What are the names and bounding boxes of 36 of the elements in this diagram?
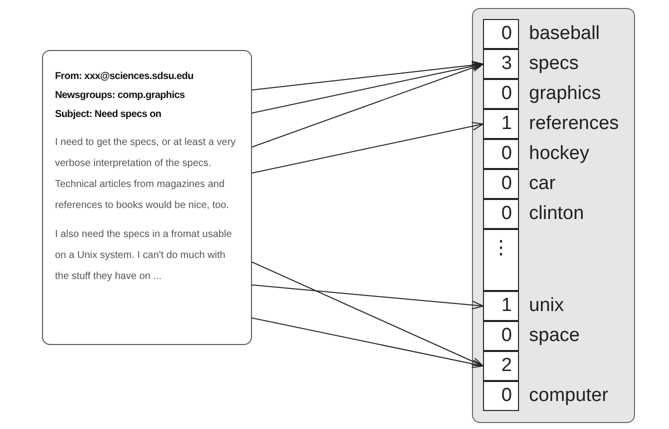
vocabulary-word: car	[529, 172, 556, 196]
vocabulary-word: computer	[529, 384, 608, 408]
count-cell: 1	[483, 291, 519, 321]
vocabulary-word: clinton	[529, 202, 584, 226]
vocabulary-word: unix	[529, 294, 564, 318]
count-cell: 0	[483, 19, 519, 49]
arrow	[252, 122, 484, 174]
count-cell: 0	[483, 321, 519, 351]
arrow	[252, 262, 484, 366]
body-paragraph: I need to get the specs, or at least a very verbose interpretation of the specs. Technical articles from magazines and references to books would be nice, too.	[55, 136, 237, 213]
arrow	[252, 318, 484, 368]
document-card	[42, 50, 252, 345]
vocabulary-word: space	[529, 324, 580, 348]
arrow	[252, 63, 484, 148]
count-cell: 0	[483, 169, 519, 199]
count-cell: 2	[483, 351, 519, 381]
arrow	[252, 284, 484, 310]
vocabulary-panel	[472, 8, 635, 423]
count-cell: 0	[483, 381, 519, 411]
vocabulary-word: graphics	[529, 82, 601, 106]
count-cell: 1	[483, 109, 519, 139]
vocabulary-word: baseball	[529, 22, 600, 46]
vocabulary-word: hockey	[529, 142, 590, 166]
ellipsis-cell: ⋮	[483, 229, 519, 291]
header-line: Newsgroups: comp.graphics	[55, 89, 186, 103]
count-cell: 0	[483, 139, 519, 169]
count-cell: 0	[483, 79, 519, 109]
header-line: Subject: Need specs on	[55, 108, 162, 122]
header-line: From: xxx@sciences.sdsu.edu	[55, 70, 194, 84]
vocabulary-word: specs	[529, 52, 579, 76]
arrow	[252, 60, 484, 90]
vocabulary-word: references	[529, 112, 619, 136]
count-cell: 3	[483, 49, 519, 79]
count-cell: 0	[483, 199, 519, 229]
arrow	[252, 62, 484, 114]
body-paragraph: I also need the specs in a fromat usable on a Unix system. I can't do much with the stuff they have on ...	[55, 228, 233, 284]
